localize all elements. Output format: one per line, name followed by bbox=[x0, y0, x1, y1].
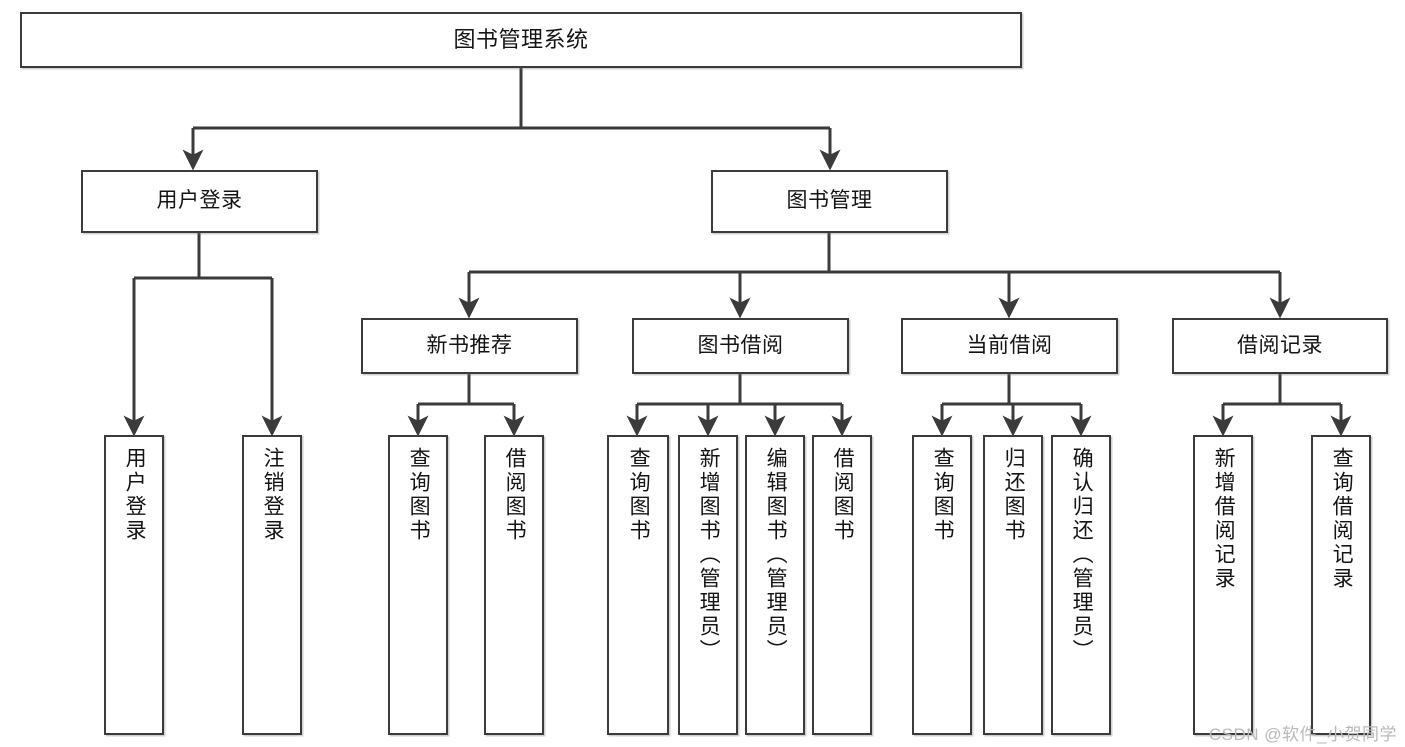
node-book-borrow[interactable]: 图书借阅 bbox=[632, 318, 849, 374]
node-root[interactable]: 图书管理系统 bbox=[20, 12, 1022, 68]
leaf-return-book-label: 归还图书 bbox=[1002, 447, 1026, 543]
leaf-query-book-rec[interactable]: 查询图书 bbox=[388, 435, 448, 735]
leaf-add-borrow-record-label: 新增借阅记录 bbox=[1212, 447, 1236, 591]
leaf-return-book[interactable]: 归还图书 bbox=[983, 435, 1043, 735]
leaf-user-login-label: 用户登录 bbox=[123, 447, 147, 543]
leaf-borrow-book-rec-label: 借阅图书 bbox=[503, 447, 527, 543]
node-book-manage-label: 图书管理 bbox=[786, 189, 873, 213]
leaf-user-login[interactable]: 用户登录 bbox=[104, 435, 164, 735]
leaf-query-book-cur-label: 查询图书 bbox=[931, 447, 955, 543]
leaf-add-borrow-record[interactable]: 新增借阅记录 bbox=[1193, 435, 1253, 735]
node-user-login-label: 用户登录 bbox=[156, 189, 243, 213]
leaf-borrow-book-label: 借阅图书 bbox=[831, 447, 855, 543]
node-book-manage[interactable]: 图书管理 bbox=[711, 170, 948, 233]
node-book-borrow-label: 图书借阅 bbox=[697, 333, 784, 357]
leaf-borrow-book[interactable]: 借阅图书 bbox=[812, 435, 872, 735]
node-user-login[interactable]: 用户登录 bbox=[81, 170, 318, 233]
node-root-label: 图书管理系统 bbox=[453, 27, 589, 53]
node-new-book-rec[interactable]: 新书推荐 bbox=[361, 318, 578, 374]
node-current-borrow-label: 当前借阅 bbox=[966, 333, 1053, 357]
leaf-add-book[interactable]: 新增图书（管理员） bbox=[678, 435, 738, 735]
leaf-edit-book[interactable]: 编辑图书（管理员） bbox=[745, 435, 805, 735]
leaf-query-book-borrow-label: 查询图书 bbox=[627, 447, 651, 543]
leaf-query-book-borrow[interactable]: 查询图书 bbox=[607, 435, 669, 735]
node-current-borrow[interactable]: 当前借阅 bbox=[901, 318, 1118, 374]
leaf-user-logout[interactable]: 注销登录 bbox=[242, 435, 302, 735]
leaf-add-book-label: 新增图书（管理员） bbox=[697, 447, 721, 663]
leaf-borrow-book-rec[interactable]: 借阅图书 bbox=[484, 435, 544, 735]
leaf-query-borrow-record[interactable]: 查询借阅记录 bbox=[1311, 435, 1371, 735]
leaf-query-book-rec-label: 查询图书 bbox=[407, 447, 431, 543]
leaf-confirm-return-label: 确认归还（管理员） bbox=[1070, 447, 1094, 663]
node-borrow-record[interactable]: 借阅记录 bbox=[1172, 318, 1388, 374]
leaf-user-logout-label: 注销登录 bbox=[261, 447, 285, 543]
node-borrow-record-label: 借阅记录 bbox=[1237, 333, 1323, 357]
leaf-query-borrow-record-label: 查询借阅记录 bbox=[1330, 447, 1354, 591]
leaf-query-book-cur[interactable]: 查询图书 bbox=[912, 435, 972, 735]
csdn-watermark: CSDN @软件_小贺同学 bbox=[1208, 725, 1397, 744]
leaf-confirm-return[interactable]: 确认归还（管理员） bbox=[1051, 435, 1111, 735]
node-new-book-rec-label: 新书推荐 bbox=[426, 333, 513, 357]
leaf-edit-book-label: 编辑图书（管理员） bbox=[764, 447, 788, 663]
